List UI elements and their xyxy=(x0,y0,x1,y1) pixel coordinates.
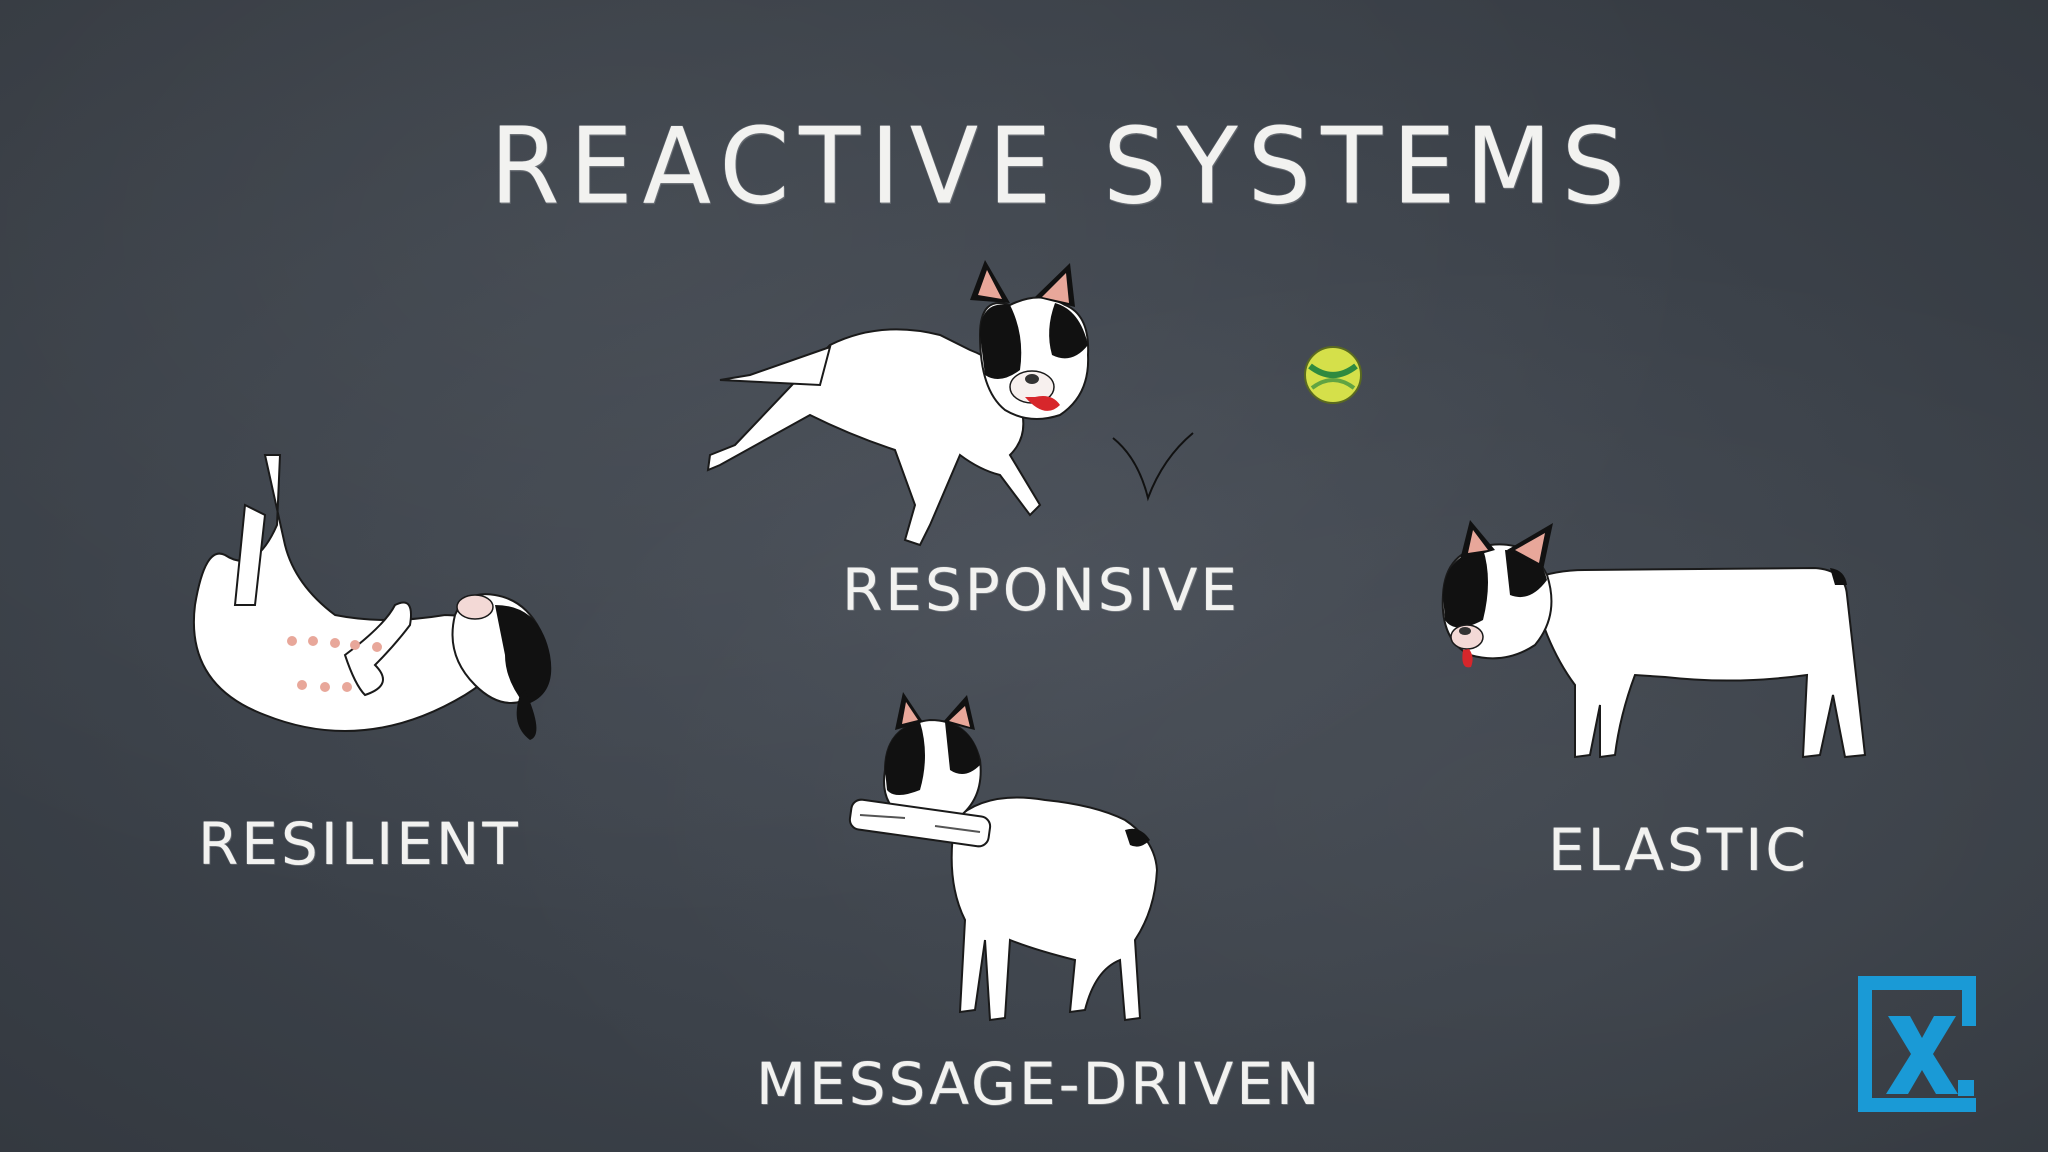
newspaper-icon xyxy=(848,798,992,848)
responsive-dog-illustration xyxy=(706,260,1090,547)
label-elastic: ELAStIC xyxy=(1548,816,1809,884)
label-resilient: RESILIEnt xyxy=(198,810,521,878)
resilient-dog-illustration xyxy=(192,454,552,740)
elastic-dog-illustration xyxy=(1441,520,1867,759)
label-message-driven: MESSAGE-DRIVEN xyxy=(756,1050,1323,1118)
message-driven-dog-illustration xyxy=(848,692,1159,1022)
label-responsive: RESPONSIVE xyxy=(842,556,1241,624)
bounce-mark-icon xyxy=(1112,432,1194,502)
tennis-ball-icon xyxy=(1304,346,1362,404)
brand-logo xyxy=(1858,976,1976,1112)
slide-title: REACtIVE SYStEMS xyxy=(490,105,1636,228)
